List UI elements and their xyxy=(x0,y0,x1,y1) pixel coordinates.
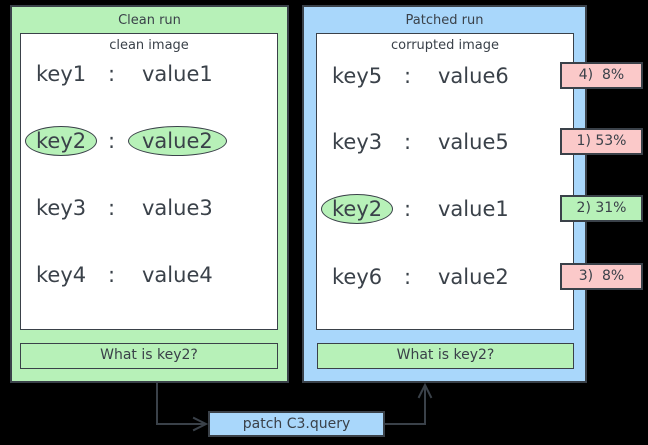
key-label: key3 xyxy=(36,196,87,220)
colon: : xyxy=(404,265,412,289)
value-label: value1 xyxy=(438,197,509,221)
confidence-badge: 3) 8% xyxy=(560,263,643,290)
corrupted-image-label: corrupted image xyxy=(390,38,500,53)
patch-query-box: patch C3.query xyxy=(208,411,385,437)
kv-row: key3 : value5 xyxy=(317,127,573,157)
arrow-head-up xyxy=(417,382,433,399)
colon: : xyxy=(404,130,412,154)
confidence-badge: 1) 53% xyxy=(560,128,643,155)
colon: : xyxy=(108,129,116,153)
highlighted-value-ellipse: value2 xyxy=(128,126,227,156)
key-label: key1 xyxy=(36,62,87,86)
key-label: key5 xyxy=(332,64,383,88)
kv-row: key6 : value2 xyxy=(317,262,573,292)
clean-run-title: Clean run xyxy=(118,13,181,28)
value-label: value6 xyxy=(438,64,509,88)
value-label: value2 xyxy=(438,265,509,289)
colon: : xyxy=(108,196,116,220)
arrow-patch-to-patched xyxy=(384,387,426,425)
value-label: value1 xyxy=(142,62,213,86)
highlighted-key-ellipse: key2 xyxy=(25,126,98,156)
patched-run-title: Patched run xyxy=(405,13,484,28)
colon: : xyxy=(404,64,412,88)
patched-run-panel: Patched run corrupted image key5 : value… xyxy=(302,5,587,383)
highlighted-key-ellipse: key2 xyxy=(321,194,394,224)
kv-row: key1 : value1 xyxy=(21,59,277,89)
confidence-badge: 2) 31% xyxy=(560,195,643,222)
value-label: value5 xyxy=(438,130,509,154)
clean-image-box: clean image key1 : value1 key2 : value2 … xyxy=(20,33,278,330)
clean-image-label: clean image xyxy=(109,38,189,53)
arrow-clean-to-patch xyxy=(156,383,205,425)
colon: : xyxy=(108,62,116,86)
colon: : xyxy=(404,197,412,221)
kv-row: key2 : value1 xyxy=(317,194,573,224)
value-label: value3 xyxy=(142,196,213,220)
colon: : xyxy=(108,263,116,287)
patched-query-box: What is key2? xyxy=(317,343,574,369)
kv-row: key3 : value3 xyxy=(21,193,277,223)
arrow-head-right xyxy=(192,416,209,432)
key-label: key4 xyxy=(36,263,87,287)
value-label: value4 xyxy=(142,263,213,287)
clean-run-panel: Clean run clean image key1 : value1 key2… xyxy=(10,5,289,383)
kv-row: key2 : value2 xyxy=(21,126,277,156)
kv-row: key4 : value4 xyxy=(21,260,277,290)
confidence-badge: 4) 8% xyxy=(560,62,643,89)
kv-row: key5 : value6 xyxy=(317,61,573,91)
key-label: key6 xyxy=(332,265,383,289)
key-label: key3 xyxy=(332,130,383,154)
corrupted-image-box: corrupted image key5 : value6 key3 : val… xyxy=(316,33,574,330)
clean-query-box: What is key2? xyxy=(20,343,278,369)
